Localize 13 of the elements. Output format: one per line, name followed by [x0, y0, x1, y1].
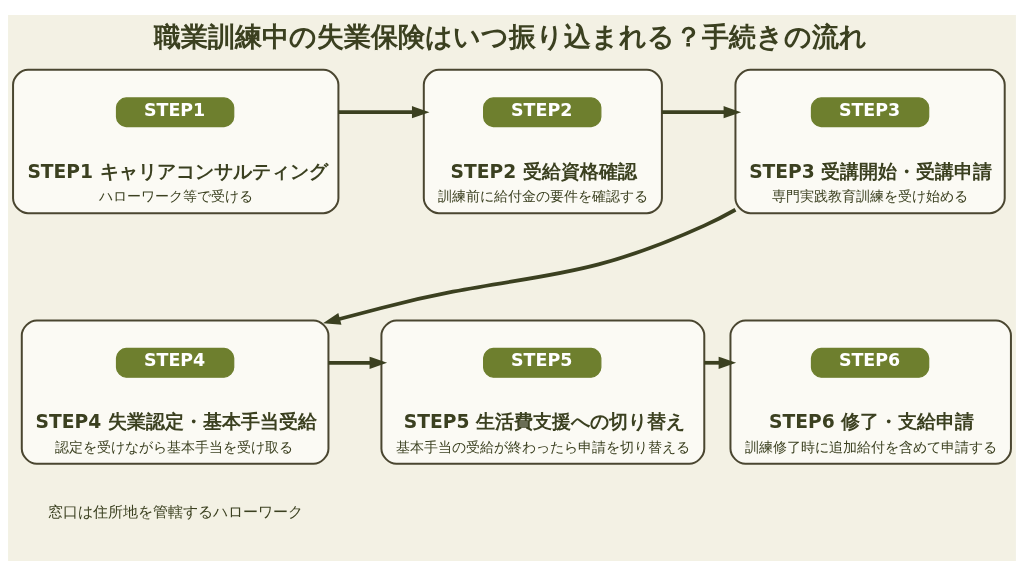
node-box: STEP2: [483, 97, 602, 128]
arrow: [328, 356, 388, 369]
node-box: STEP6: [810, 347, 930, 378]
node-box: STEP5: [483, 347, 602, 378]
arrow: [704, 356, 737, 369]
arrow: [322, 208, 737, 325]
label: 窓口は住所地を管轄するハローワーク: [47, 503, 303, 522]
arrow: [661, 106, 742, 119]
arrow: [338, 106, 430, 119]
node-box: STEP1: [115, 97, 235, 128]
node-box: STEP4: [115, 347, 235, 378]
diagram-title: 職業訓練中の失業保険はいつ振り込まれる？手続きの流れ: [154, 20, 868, 52]
node-box: STEP3: [810, 97, 930, 128]
